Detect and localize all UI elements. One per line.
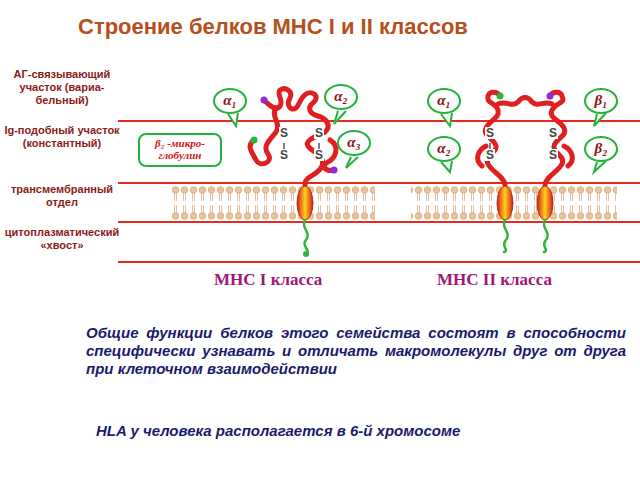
sulfur-atom: S	[314, 127, 324, 139]
sulfur-atom: S	[485, 149, 495, 161]
domain-label: α₃	[347, 135, 361, 151]
sulfur-atom: S	[279, 127, 289, 139]
callout-bubble: α₁	[427, 88, 461, 114]
membrane-bilayer	[411, 186, 617, 220]
transmembrane-helices	[297, 186, 553, 220]
class-caption: МНС II класса	[437, 270, 557, 290]
domain-label: α₁	[223, 93, 237, 109]
callout-box: β₂ -микро-глобулин	[138, 133, 222, 166]
callout-bubble: α₁	[213, 88, 247, 114]
protein-chains	[250, 89, 572, 185]
chromosome-note: HLA у человека располагается в 6-й хромо…	[96, 422, 576, 440]
callout-bubble: β₂	[584, 136, 618, 162]
boundary-lines	[118, 121, 640, 262]
domain-label: α₂	[334, 89, 348, 105]
diagram-title: Строение белков МНС I и II классов	[78, 14, 468, 40]
domain-label: α₁	[437, 93, 451, 109]
sulfur-atom: S	[314, 149, 324, 161]
cytoplasmic-tails	[304, 220, 548, 254]
region-label: цитоплазматический «хвост»	[4, 226, 120, 252]
bubble-tails	[228, 111, 606, 172]
region-label: трансмембранный отдел	[4, 183, 120, 209]
membrane-bilayer	[171, 186, 375, 220]
disulfide-bonds	[284, 143, 553, 150]
domain-label: α₂	[437, 141, 451, 157]
callout-bubble: α₂	[324, 84, 358, 110]
terminal-dots	[251, 93, 554, 258]
sulfur-atom: S	[548, 127, 558, 139]
callout-bubble: β₁	[584, 88, 618, 114]
domain-label: β₂	[595, 141, 608, 157]
function-note: Общие функции белков этого семейства сос…	[86, 324, 626, 378]
callout-bubble: α₂	[427, 136, 461, 162]
region-label: Ig-подобный участок (константный)	[4, 124, 120, 150]
sulfur-atom: S	[548, 149, 558, 161]
callout-bubble: α₃	[337, 130, 371, 156]
sulfur-atom: S	[485, 127, 495, 139]
domain-label: β₁	[595, 93, 608, 109]
domain-label: β₂ -микро-глобулин	[144, 138, 216, 161]
sulfur-atom: S	[279, 149, 289, 161]
class-caption: МНС I класса	[214, 270, 324, 290]
region-label: АГ-связывающий участок (вариа-бельный)	[4, 68, 120, 108]
